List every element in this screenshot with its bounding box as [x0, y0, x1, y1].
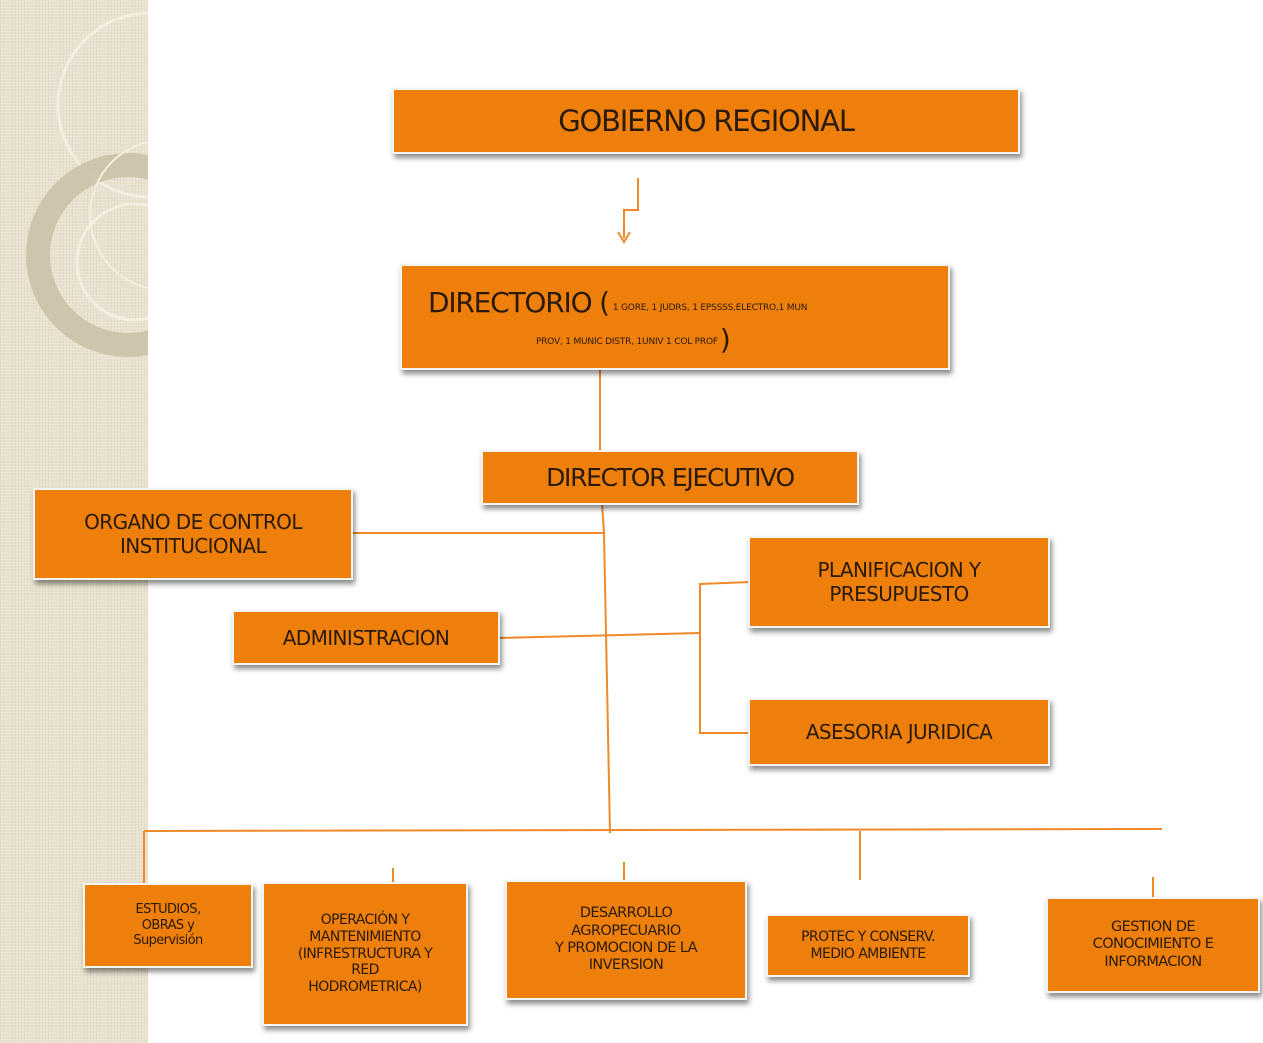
- line-administracion: [499, 632, 701, 639]
- directorio-line-1: DIRECTORIO ( 1 GORE, 1 JUDRS, 1 EPSSSS,E…: [402, 274, 948, 320]
- node-asesoria-juridica: ASESORIA JURIDICA: [748, 698, 1050, 766]
- node-director-ejecutivo: DIRECTOR EJECUTIVO: [481, 450, 859, 505]
- node-estudios-label: ESTUDIOS, OBRAS y Supervisión: [133, 902, 203, 949]
- node-asesoria-juridica-label: ASESORIA JURIDICA: [805, 720, 993, 744]
- deco-circle-middle: [26, 153, 148, 357]
- deco-circle-top: [56, 11, 148, 199]
- node-protec: PROTEC Y CONSERV. MEDIO AMBIENTE: [766, 914, 970, 977]
- line-director-trunk: [601, 502, 611, 834]
- directorio-members-line2: PROV, 1 MUNIC DISTR, 1UNIV 1 COL PROF: [536, 336, 718, 347]
- node-protec-label: PROTEC Y CONSERV. MEDIO AMBIENTE: [801, 928, 935, 962]
- bracket-staff: [699, 581, 751, 734]
- arrow-head: [617, 231, 631, 244]
- node-gestion-label: GESTION DE CONOCIMIENTO E INFORMACION: [1092, 918, 1214, 970]
- bus-horizontal: [143, 828, 1163, 832]
- node-organo-control-label: ORGANO DE CONTROL INSTITUCIONAL: [84, 510, 302, 558]
- directorio-close-paren: ): [719, 323, 731, 357]
- node-administracion-label: ADMINISTRACION: [282, 625, 450, 650]
- node-gobierno-regional-label: GOBIERNO REGIONAL: [558, 103, 855, 138]
- node-estudios: ESTUDIOS, OBRAS y Supervisión: [83, 883, 253, 968]
- node-planificacion-label: PLANIFICACION Y PRESUPUESTO: [817, 558, 981, 606]
- deco-circle-lower: [89, 140, 148, 290]
- deco-circle-inner: [75, 202, 148, 322]
- node-planificacion: PLANIFICACION Y PRESUPUESTO: [748, 536, 1050, 628]
- directorio-members-line1: 1 GORE, 1 JUDRS, 1 EPSSSS,ELECTRO,1 MUN: [612, 303, 808, 314]
- directorio-line-2: PROV, 1 MUNIC DISTR, 1UNIV 1 COL PROF ): [402, 320, 948, 360]
- directorio-title: DIRECTORIO (: [428, 286, 610, 320]
- node-director-ejecutivo-label: DIRECTOR EJECUTIVO: [546, 462, 795, 492]
- node-gobierno-regional: GOBIERNO REGIONAL: [392, 88, 1020, 154]
- node-gestion: GESTION DE CONOCIMIENTO E INFORMACION: [1046, 897, 1260, 993]
- arrow-gobierno-directorio: [623, 178, 639, 238]
- node-administracion: ADMINISTRACION: [232, 610, 500, 665]
- node-operacion-label: OPERACIÓN Y MANTENIMIENTO (INFRESTRUCTUR…: [297, 912, 433, 996]
- decorative-circles: [26, 11, 148, 357]
- node-organo-control: ORGANO DE CONTROL INSTITUCIONAL: [33, 488, 353, 580]
- node-operacion: OPERACIÓN Y MANTENIMIENTO (INFRESTRUCTUR…: [262, 882, 468, 1026]
- node-desarrollo: DESARROLLO AGROPECUARIO Y PROMOCION DE L…: [505, 880, 747, 1000]
- node-desarrollo-label: DESARROLLO AGROPECUARIO Y PROMOCION DE L…: [555, 905, 698, 974]
- node-directorio: DIRECTORIO ( 1 GORE, 1 JUDRS, 1 EPSSSS,E…: [400, 264, 950, 370]
